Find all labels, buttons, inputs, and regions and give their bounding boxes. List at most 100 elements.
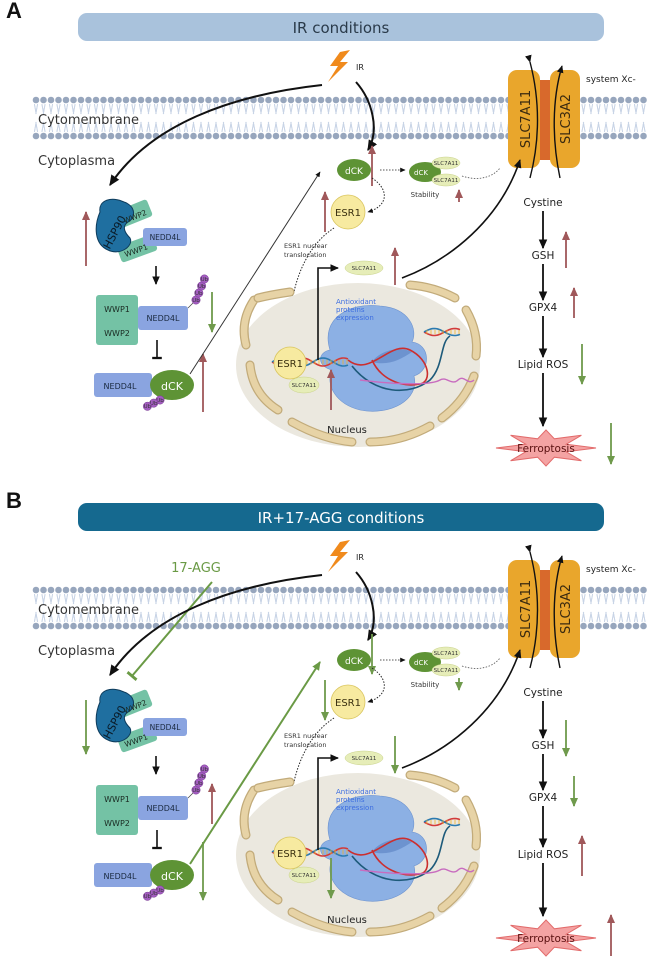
lipid-tail xyxy=(590,611,594,623)
slc3a2-label: SLC3A2 xyxy=(559,584,574,634)
lipid-tail xyxy=(342,103,346,115)
lipid-head xyxy=(137,96,145,104)
lipid-tail xyxy=(590,121,594,133)
lipid-head xyxy=(70,96,77,104)
lipid-head xyxy=(482,132,490,140)
pathway-gpx4-label: GPX4 xyxy=(529,302,558,314)
dck-shape xyxy=(409,652,441,672)
lipid-head xyxy=(100,132,107,140)
cytomembrane-label: Cytomembrane xyxy=(38,603,139,618)
nedd4l-box xyxy=(94,373,152,397)
lipid-head xyxy=(32,622,40,630)
lipid-tail xyxy=(132,121,136,133)
pathway-ferroptosis-label: Ferroptosis xyxy=(517,443,575,455)
lipid-tail xyxy=(207,103,211,115)
lipid-head xyxy=(632,96,640,104)
nuclear-envelope-segment xyxy=(406,771,459,792)
lipid-head xyxy=(400,132,407,140)
lipid-head xyxy=(32,586,40,594)
lipid-tail xyxy=(147,103,151,115)
nedd4l-box xyxy=(143,718,187,736)
ferroptosis-burst-icon xyxy=(495,919,597,957)
lipid-tail xyxy=(305,593,309,605)
lipid-head xyxy=(40,622,47,630)
lipid-head xyxy=(632,622,640,630)
lipid-head xyxy=(340,586,347,594)
lipid-tail xyxy=(237,593,241,605)
lipid-tail xyxy=(95,593,99,605)
lipid-tail xyxy=(50,121,54,133)
lipid-head xyxy=(415,132,422,140)
lipid-tail xyxy=(140,593,144,605)
lipid-tail xyxy=(597,103,601,115)
lipid-tail xyxy=(207,611,211,623)
condition-banner-label: IR+17-AGG conditions xyxy=(258,509,425,527)
lipid-head xyxy=(265,132,272,140)
lipid-tail xyxy=(140,103,144,115)
ubiquitin-label: Ub xyxy=(192,788,200,794)
antioxidant-label: proteins xyxy=(336,796,365,804)
lipid-tail xyxy=(312,103,316,115)
lipid-tail xyxy=(305,121,309,133)
slc7a11-shape xyxy=(431,646,461,660)
lipid-tail xyxy=(425,103,429,115)
lipid-tail xyxy=(35,611,39,623)
lipid-head xyxy=(602,132,610,140)
lipid-tail xyxy=(447,611,451,623)
pathway-lipid-ros-label: Lipid ROS xyxy=(518,359,569,371)
lipid-head xyxy=(580,96,587,104)
lipid-head xyxy=(602,622,610,630)
lipid-head xyxy=(272,96,280,104)
cell-membrane xyxy=(32,96,647,140)
lipid-tail xyxy=(305,611,309,623)
lipid-head xyxy=(92,586,100,594)
lipid-head xyxy=(377,622,385,630)
lipid-head xyxy=(617,96,625,104)
lipid-tail xyxy=(252,103,256,115)
lipid-tail xyxy=(102,593,106,605)
lipid-head xyxy=(445,586,452,594)
lipid-tail xyxy=(440,593,444,605)
lipid-tail xyxy=(87,593,91,605)
antioxidant-label: expression xyxy=(336,314,374,322)
lipid-head xyxy=(400,586,407,594)
lipid-head xyxy=(482,622,490,630)
lipid-tail xyxy=(290,593,294,605)
lipid-head xyxy=(62,96,70,104)
hsp90-shape xyxy=(95,198,134,253)
lipid-tail xyxy=(185,103,189,115)
lipid-head xyxy=(317,96,325,104)
lipid-tail xyxy=(410,121,414,133)
lipid-tail xyxy=(282,593,286,605)
lipid-tail xyxy=(335,593,339,605)
nedd4l-label: NEDD4L xyxy=(147,804,180,813)
lipid-head xyxy=(47,96,55,104)
slc7a11-to-membrane-arrow xyxy=(401,649,522,769)
lipid-tail xyxy=(35,103,39,115)
lipid-tail xyxy=(230,121,234,133)
lipid-tail xyxy=(417,103,421,115)
slc7a11-label: SLC7A11 xyxy=(292,383,317,389)
lipid-tail xyxy=(125,611,129,623)
lipid-tail xyxy=(237,103,241,115)
lipid-head xyxy=(175,96,182,104)
slc7a11-shape xyxy=(344,260,384,276)
lipid-tail xyxy=(125,103,129,115)
lipid-tail xyxy=(117,611,121,623)
lipid-head xyxy=(40,132,47,140)
lipid-head xyxy=(205,132,212,140)
lipid-tail xyxy=(372,593,376,605)
lipid-head xyxy=(145,96,152,104)
lipid-head xyxy=(332,586,340,594)
lipid-tail xyxy=(597,611,601,623)
ubiquitin-label: Ub xyxy=(198,774,206,780)
lipid-tail xyxy=(95,611,99,623)
lipid-head xyxy=(107,622,115,630)
lipid-head xyxy=(287,132,295,140)
lipid-head xyxy=(130,622,137,630)
lipid-head xyxy=(332,622,340,630)
lipid-tail xyxy=(365,611,369,623)
lipid-head xyxy=(295,96,302,104)
nucleus-label: Nucleus xyxy=(327,915,367,926)
polymerase-groove xyxy=(372,839,412,854)
